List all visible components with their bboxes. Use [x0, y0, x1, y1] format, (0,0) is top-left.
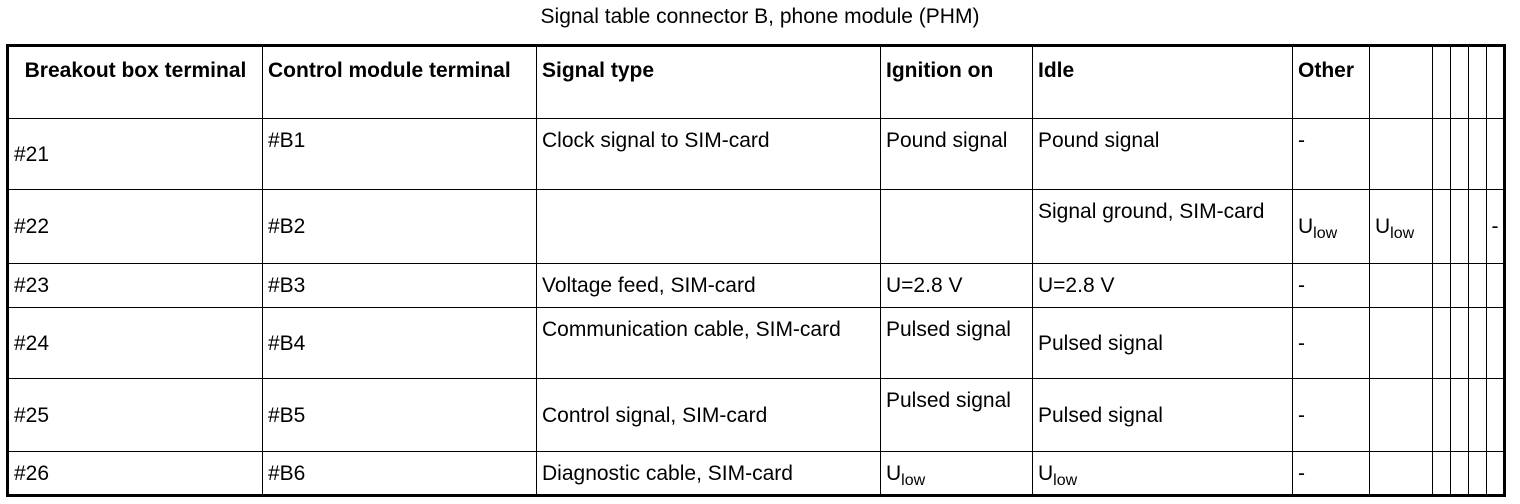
cell-idle: Signal ground, SIM-card: [1032, 189, 1293, 264]
table-caption: Signal table connector B, phone module (…: [540, 5, 980, 28]
cell-signal-type: [536, 189, 881, 264]
table-row: #24 #B4 Communication cable, SIM-card Pu…: [7, 307, 1505, 379]
header-empty-1: [1369, 45, 1433, 119]
u-subscript: low: [901, 471, 926, 489]
u-symbol: U: [1298, 215, 1314, 238]
cell-signal-type: Communication cable, SIM-card: [536, 307, 881, 379]
cell-extra: Ulow: [1369, 189, 1433, 264]
header-control-terminal: Control module terminal: [262, 45, 537, 119]
u-subscript: low: [1313, 225, 1338, 242]
cell-ignition-on: Pulsed signal: [880, 378, 1033, 452]
cell-empty: [1468, 263, 1487, 308]
table-row: #25 #B5 Control signal, SIM-card Pulsed …: [7, 378, 1505, 452]
cell-empty: [1432, 189, 1451, 264]
cell-empty: [1486, 263, 1505, 308]
cell-empty: [1432, 263, 1451, 308]
cell-signal-type: Diagnostic cable, SIM-card: [536, 451, 881, 496]
table-row: #22 #B2 Signal ground, SIM-card Ulow Ulo…: [7, 189, 1505, 264]
cell-empty: [1468, 307, 1487, 379]
cell-empty: [1486, 118, 1505, 190]
cell-empty: [1450, 263, 1469, 308]
cell-empty: [1432, 378, 1451, 452]
cell-other: Ulow: [1292, 189, 1370, 264]
cell-empty: [1369, 378, 1433, 452]
cell-empty: [1450, 189, 1469, 264]
cell-signal-type: Clock signal to SIM-card: [536, 118, 881, 190]
cell-empty: [1468, 378, 1487, 452]
cell-empty: [1369, 307, 1433, 379]
header-ignition-on: Ignition on: [880, 45, 1033, 119]
cell-empty: [1486, 307, 1505, 379]
cell-empty: [1450, 307, 1469, 379]
cell-empty: [1432, 307, 1451, 379]
u-subscript: low: [1053, 471, 1078, 489]
cell-empty: [1468, 451, 1487, 496]
cell-control: #B3: [262, 263, 537, 308]
cell-signal-type: Voltage feed, SIM-card: [536, 263, 881, 308]
header-empty-4: [1468, 45, 1487, 119]
cell-other: -: [1292, 451, 1370, 496]
cell-empty: [1432, 451, 1451, 496]
cell-empty: [1369, 118, 1433, 190]
cell-empty: [1486, 378, 1505, 452]
cell-control: #B6: [262, 451, 537, 496]
header-empty-3: [1450, 45, 1469, 119]
u-symbol: U: [1038, 461, 1054, 485]
table-row: #26 #B6 Diagnostic cable, SIM-card Ulow …: [7, 451, 1505, 496]
cell-breakout: #22: [7, 189, 263, 264]
header-empty-2: [1432, 45, 1451, 119]
cell-other: -: [1292, 307, 1370, 379]
u-subscript: low: [1390, 225, 1415, 242]
header-other: Other: [1292, 45, 1370, 119]
cell-empty: [1468, 189, 1487, 264]
cell-empty: [1486, 451, 1505, 496]
cell-breakout: #21: [7, 118, 263, 190]
cell-other: -: [1292, 118, 1370, 190]
cell-empty: [1450, 378, 1469, 452]
cell-idle: Pulsed signal: [1032, 307, 1293, 379]
cell-idle: Ulow: [1032, 451, 1293, 496]
cell-ignition-on: Pound signal: [880, 118, 1033, 190]
cell-other: -: [1292, 263, 1370, 308]
header-idle: Idle: [1032, 45, 1293, 119]
header-empty-5: [1486, 45, 1505, 119]
cell-idle: Pulsed signal: [1032, 378, 1293, 452]
header-signal-type: Signal type: [536, 45, 881, 119]
u-symbol: U: [1375, 215, 1391, 238]
cell-idle: Pound signal: [1032, 118, 1293, 190]
cell-control: #B1: [262, 118, 537, 190]
header-breakout-terminal: Breakout box terminal: [7, 45, 263, 119]
cell-edge-dash: -: [1486, 189, 1505, 264]
cell-ignition-on: Pulsed signal: [880, 307, 1033, 379]
signal-table: Breakout box terminal Control module ter…: [6, 44, 1506, 497]
cell-empty: [1432, 118, 1451, 190]
cell-signal-type: Control signal, SIM-card: [536, 378, 881, 452]
cell-control: #B5: [262, 378, 537, 452]
cell-empty: [1369, 451, 1433, 496]
cell-empty: [1450, 451, 1469, 496]
cell-ignition-on: Ulow: [880, 451, 1033, 496]
cell-idle: U=2.8 V: [1032, 263, 1293, 308]
cell-empty: [1468, 118, 1487, 190]
cell-control: #B2: [262, 189, 537, 264]
header-row: Breakout box terminal Control module ter…: [7, 45, 1505, 119]
cell-breakout: #26: [7, 451, 263, 496]
cell-ignition-on: U=2.8 V: [880, 263, 1033, 308]
cell-other: -: [1292, 378, 1370, 452]
cell-breakout: #24: [7, 307, 263, 379]
u-symbol: U: [886, 461, 902, 485]
cell-empty: [1450, 118, 1469, 190]
cell-empty: [1369, 263, 1433, 308]
table-row: #21 #B1 Clock signal to SIM-card Pound s…: [7, 118, 1505, 190]
cell-breakout: #25: [7, 378, 263, 452]
cell-breakout: #23: [7, 263, 263, 308]
cell-ignition-on: [880, 189, 1033, 264]
cell-control: #B4: [262, 307, 537, 379]
table-row: #23 #B3 Voltage feed, SIM-card U=2.8 V U…: [7, 263, 1505, 308]
